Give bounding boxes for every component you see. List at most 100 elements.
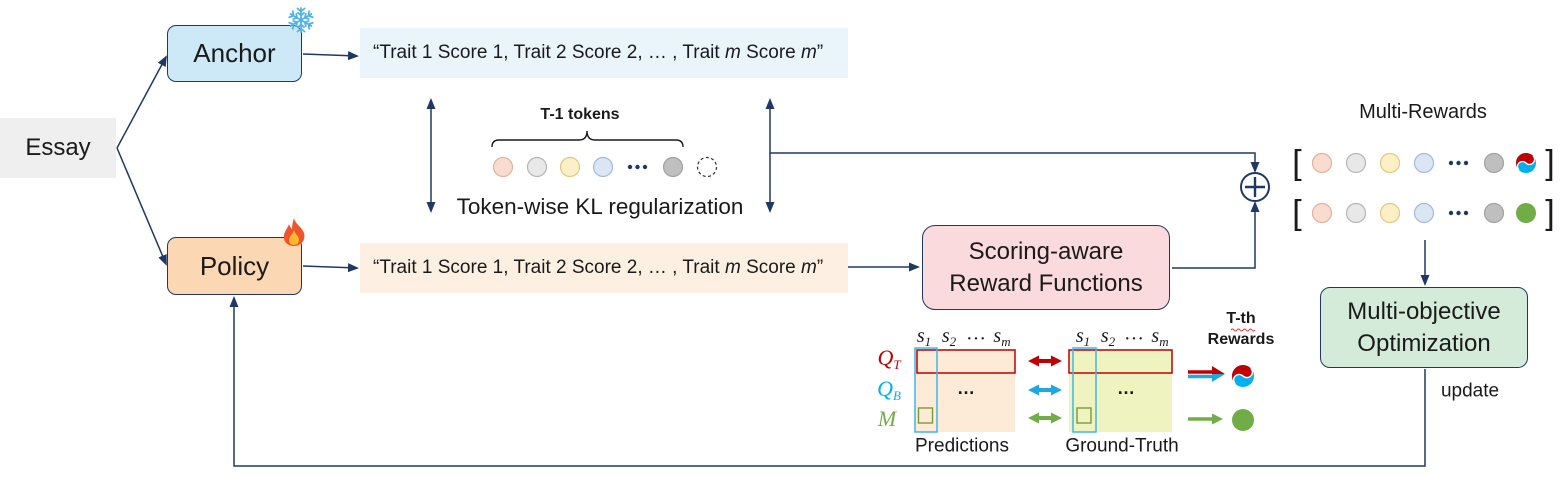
edge-anchor-output <box>302 51 359 61</box>
reward-circle <box>1483 202 1505 224</box>
ellipsis-icon <box>1448 160 1469 166</box>
ellipsis-dot <box>635 164 640 170</box>
reward-arrow-split <box>1188 366 1225 382</box>
output-text-variable: m <box>801 42 817 63</box>
matrix-header-ellipsis: … <box>966 324 986 349</box>
output-text-start: “Trait 1 Score 1, Trait 2 Score 2, … , T… <box>373 42 725 63</box>
reward-circle <box>1345 202 1367 224</box>
output-text-end: ” <box>816 42 824 63</box>
match-reward-circle <box>1516 203 1536 223</box>
split-reward-icon <box>1516 153 1536 173</box>
ground-truth-matrix-fill <box>1069 349 1172 432</box>
row-label-subscript: B <box>892 388 901 403</box>
fire-icon <box>283 218 305 246</box>
edge-reward-combine <box>1172 201 1260 269</box>
header-symbol: … <box>1124 322 1144 345</box>
ellipsis-dot <box>1463 210 1469 216</box>
prediction-matrix <box>914 347 1016 433</box>
header-symbol: s <box>1075 325 1084 347</box>
matrix-header-s1: s1 <box>917 326 932 349</box>
row-label-symbol: Q <box>877 376 893 401</box>
header-symbol: s <box>1151 325 1160 347</box>
matrix-header-ellipsis: … <box>1124 324 1144 349</box>
reward-functions-line-2: Reward Functions <box>949 269 1143 297</box>
snowflake-arm <box>296 19 306 33</box>
split-reward-red <box>1232 365 1253 384</box>
reward-circle <box>1483 152 1505 174</box>
edge-essay-anchor <box>116 55 167 149</box>
matrix-header-s2: s2 <box>941 325 957 349</box>
essay-node: Essay <box>0 118 116 178</box>
snowflake-arm <box>300 10 314 21</box>
ellipsis-icon <box>1448 210 1469 216</box>
prediction-cell <box>917 407 934 424</box>
snowflake-icon <box>288 7 314 33</box>
header-subscript: 2 <box>1108 334 1116 349</box>
ellipsis-icon <box>627 164 648 170</box>
ellipsis-dot <box>642 164 648 170</box>
split-reward-icon <box>1232 365 1254 387</box>
prediction-trait-row <box>916 349 1016 374</box>
row-label-q-t: QT <box>877 345 900 372</box>
row-label-symbol: Q <box>877 345 894 370</box>
matrix-header-s1: s1 <box>1075 325 1090 348</box>
policy-node: Policy <box>167 237 302 295</box>
reward-circle <box>1311 202 1333 224</box>
reward-circle <box>1413 202 1435 224</box>
optimization-line-2: Optimization <box>1357 329 1491 357</box>
snowflake-arm <box>296 7 306 21</box>
anchor-output-text: “Trait 1 Score 1, Trait 2 Score 2, … , T… <box>360 28 848 78</box>
ellipsis-dot <box>1448 160 1454 166</box>
open-bracket: [ <box>1292 194 1302 232</box>
ellipsis-dot <box>1448 210 1454 216</box>
anchor-node: Anchor <box>167 25 302 82</box>
row-label-symbol: M <box>877 406 897 431</box>
row-label-q-b: QB <box>877 376 901 403</box>
ground-truth-label: Ground-Truth <box>1065 435 1179 457</box>
header-symbol: s <box>941 325 950 347</box>
edge-update-policy <box>229 296 1426 467</box>
prediction-matrix-ellipsis: … <box>957 378 975 398</box>
output-text-middle: Score <box>740 42 801 63</box>
output-text-start: “Trait 1 Score 1, Trait 2 Score 2, … , T… <box>373 257 725 278</box>
reward-circle <box>1311 152 1333 174</box>
optimization-line-1: Multi-objective <box>1347 297 1501 325</box>
snowflake-arm <box>288 10 302 21</box>
token-circle <box>662 156 684 178</box>
output-text-variable: m <box>724 42 741 63</box>
ground-truth-cell <box>1076 407 1092 424</box>
spellcheck-squiggle <box>1230 328 1256 332</box>
header-symbol: s <box>1100 325 1109 347</box>
tokens-brace <box>491 130 684 148</box>
reward-circle <box>1345 152 1367 174</box>
row-label-m: M <box>878 408 896 430</box>
prediction-batch-column <box>914 347 938 433</box>
policy-label: Policy <box>199 250 270 281</box>
header-subscript: m <box>1159 334 1169 349</box>
essay-label: Essay <box>25 134 91 161</box>
matrix-header-sm: sm <box>993 325 1011 349</box>
open-bracket: [ <box>1292 144 1302 182</box>
output-text-end: ” <box>816 257 824 278</box>
header-symbol: s <box>993 325 1002 347</box>
output-text-variable: m <box>801 257 817 278</box>
header-subscript: 2 <box>949 334 957 349</box>
reward-circle <box>1413 152 1435 174</box>
reward-functions-node: Scoring-aware Reward Functions <box>922 225 1170 310</box>
tokens-label: T-1 tokens <box>540 106 620 123</box>
match-reward-circle <box>1232 409 1254 431</box>
token-circle <box>492 156 514 178</box>
multi-rewards-title: Multi-Rewards <box>1359 101 1487 123</box>
token-circle-empty <box>696 156 718 178</box>
reward-circle <box>1379 152 1401 174</box>
reward-arrowhead-blue <box>1212 374 1225 382</box>
header-subscript: m <box>1001 334 1011 349</box>
ground-truth-trait-row <box>1068 349 1173 374</box>
kl-regularization-label: Token-wise KL regularization <box>456 193 744 219</box>
token-circle <box>559 156 581 178</box>
header-subscript: 1 <box>924 334 932 349</box>
ellipsis-dot <box>1456 160 1461 166</box>
split-reward-red <box>1516 153 1535 171</box>
ground-truth-batch-column <box>1072 347 1097 433</box>
